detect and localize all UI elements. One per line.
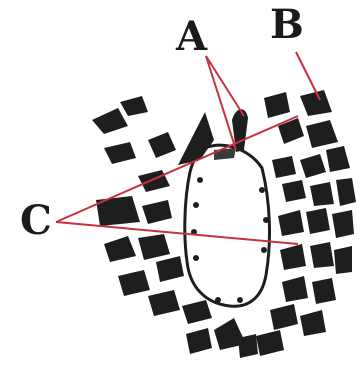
label-c: C	[20, 197, 52, 244]
left-side-blobs	[92, 96, 212, 324]
right-side-blobs	[256, 90, 356, 356]
leader-c-2	[56, 222, 298, 244]
upper-structures	[178, 109, 248, 165]
specimen-section	[92, 90, 356, 358]
leader-b	[296, 52, 320, 100]
label-b: B	[270, 1, 304, 48]
lower-blobs	[186, 318, 258, 358]
label-a: A	[175, 13, 208, 60]
leader-a-2	[206, 56, 244, 116]
central-cavity-outline	[185, 145, 270, 306]
